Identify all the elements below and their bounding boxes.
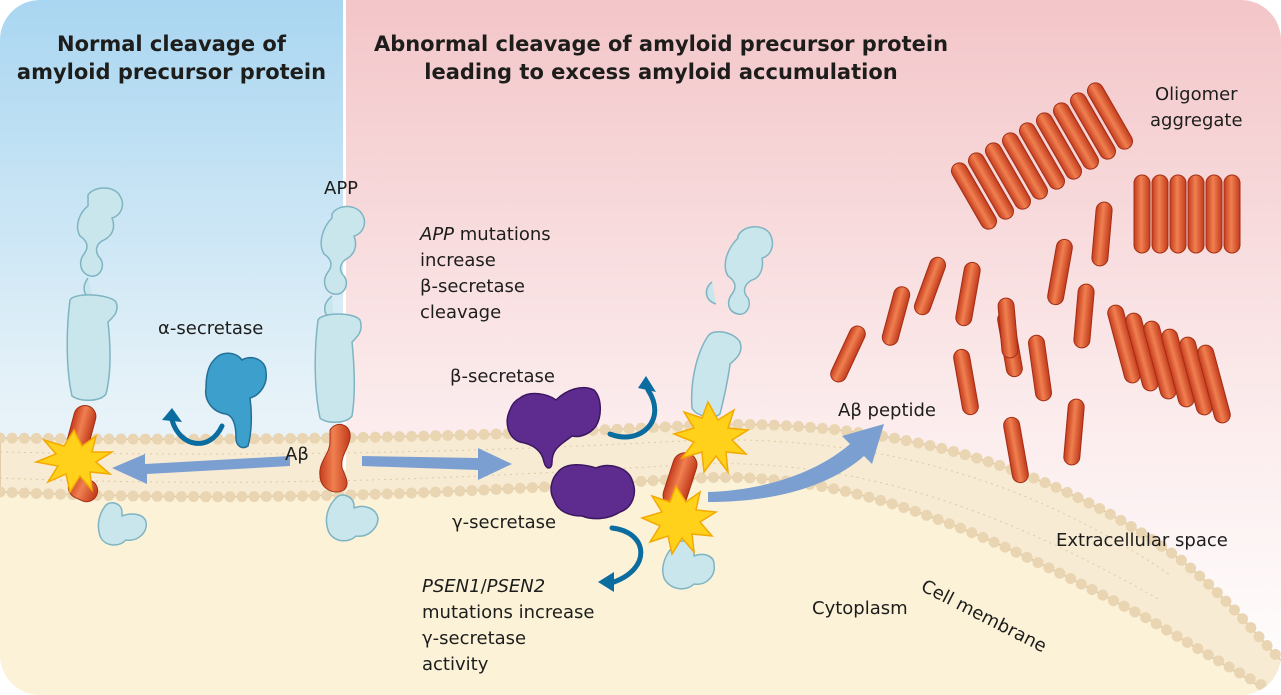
normal-panel-title: Normal cleavage of amyloid precursor pro… [0,30,343,86]
cleaved-app-left [66,187,147,546]
membrane-outer-heads [0,418,1281,666]
abnormal-panel-title: Abnormal cleavage of amyloid precursor p… [346,30,976,86]
oligomer-rod [1151,174,1169,254]
oligomer-rod [1070,92,1116,160]
cytoplasm-label: Cytoplasm [812,598,908,619]
abeta-peptide [1028,334,1052,402]
extracellular-space-label: Extracellular space [1056,530,1228,551]
oligomer-rod [1036,112,1082,180]
abeta-peptide [997,297,1019,359]
abnormal-title-line2: leading to excess amyloid accumulation [424,60,898,84]
app-mutations-line3: β-secretase [420,276,525,297]
alpha-secretase-enzyme [204,352,267,449]
direction-arrow-icon [708,424,884,502]
psen1-gene-name: PSEN1 [422,576,481,597]
oligomer-rod [1133,174,1151,254]
alpha-secretase-label: α-secretase [158,318,264,339]
app-mutations-line2: increase [420,250,496,271]
oligomer-rod [1197,344,1231,424]
cleavage-flash-icon [33,428,115,494]
oligomer-rod [1187,174,1205,254]
abeta-peptide [1091,201,1113,267]
abnormal-title-line1: Abnormal cleavage of amyloid precursor p… [373,32,949,56]
normal-title-line2: amyloid precursor protein [16,60,327,84]
psen-mutations-line3: γ-secretase [422,628,527,649]
psen-mutations-line2: mutations increase [422,602,595,623]
cleaved-app-right [662,226,774,590]
abeta-peptide [830,325,866,383]
gamma-secretase-label: γ-secretase [452,512,557,533]
amyloid-beta-peptides [830,82,1241,484]
app-gene-name: APP [420,224,455,245]
abeta-peptide [1073,283,1095,349]
abeta-peptide [913,256,947,316]
oligomer-rod [1019,122,1065,190]
psen-mutations-line4: activity [422,654,489,675]
membrane-inner-heads [0,471,1281,695]
oligomer-rod [968,152,1014,220]
cleavage-flash-icon [639,484,719,556]
normal-title-line1: Normal cleavage of [57,32,286,56]
abeta-peptide [953,348,979,416]
abeta-peptide [1047,238,1073,306]
oligomer-rod [1002,132,1048,200]
curved-arrow-icon [607,387,658,440]
abeta-peptide [955,261,981,327]
abeta-segment-center [319,423,351,493]
app-mutations-line4: cleavage [420,302,502,323]
psen-mutations-note: PSEN1/PSEN2 mutations increase γ-secreta… [422,574,594,678]
app-mutations-line1: mutations [454,224,551,245]
oligomer-rod [1087,82,1133,150]
direction-arrow-icon [112,448,512,484]
curved-arrow-icon [609,525,644,585]
abeta-peptide [1003,416,1029,484]
app-protein-intact [314,205,379,542]
oligomer-label-line2: aggregate [1150,110,1243,131]
abeta-peptide [881,286,911,346]
beta-secretase-label: β-secretase [450,366,555,387]
oligomer-rod [1223,174,1241,254]
app-mutations-note: APP mutations increase β-secretase cleav… [420,222,551,326]
cleavage-flash-icon [671,400,751,475]
psen2-gene-name: PSEN2 [486,576,546,597]
abeta-peptide-label: Aβ peptide [838,400,937,421]
psen-slash: / [480,576,487,597]
oligomer-aggregate-label: Oligomer aggregate [1150,82,1243,134]
app-label: APP [324,178,359,199]
gamma-secretase-enzyme [550,464,636,520]
abeta-label: Aβ [285,444,309,465]
oligomer-rod [985,142,1031,210]
oligomer-rod [1169,174,1187,254]
oligomer-label-line1: Oligomer [1154,84,1238,105]
oligomer-rod [1053,102,1099,170]
oligomer-rod [951,162,997,230]
beta-secretase-enzyme [506,386,601,469]
curved-arrow-icon [169,417,225,446]
oligomer-rod [1205,174,1223,254]
abeta-peptide [1063,398,1085,466]
